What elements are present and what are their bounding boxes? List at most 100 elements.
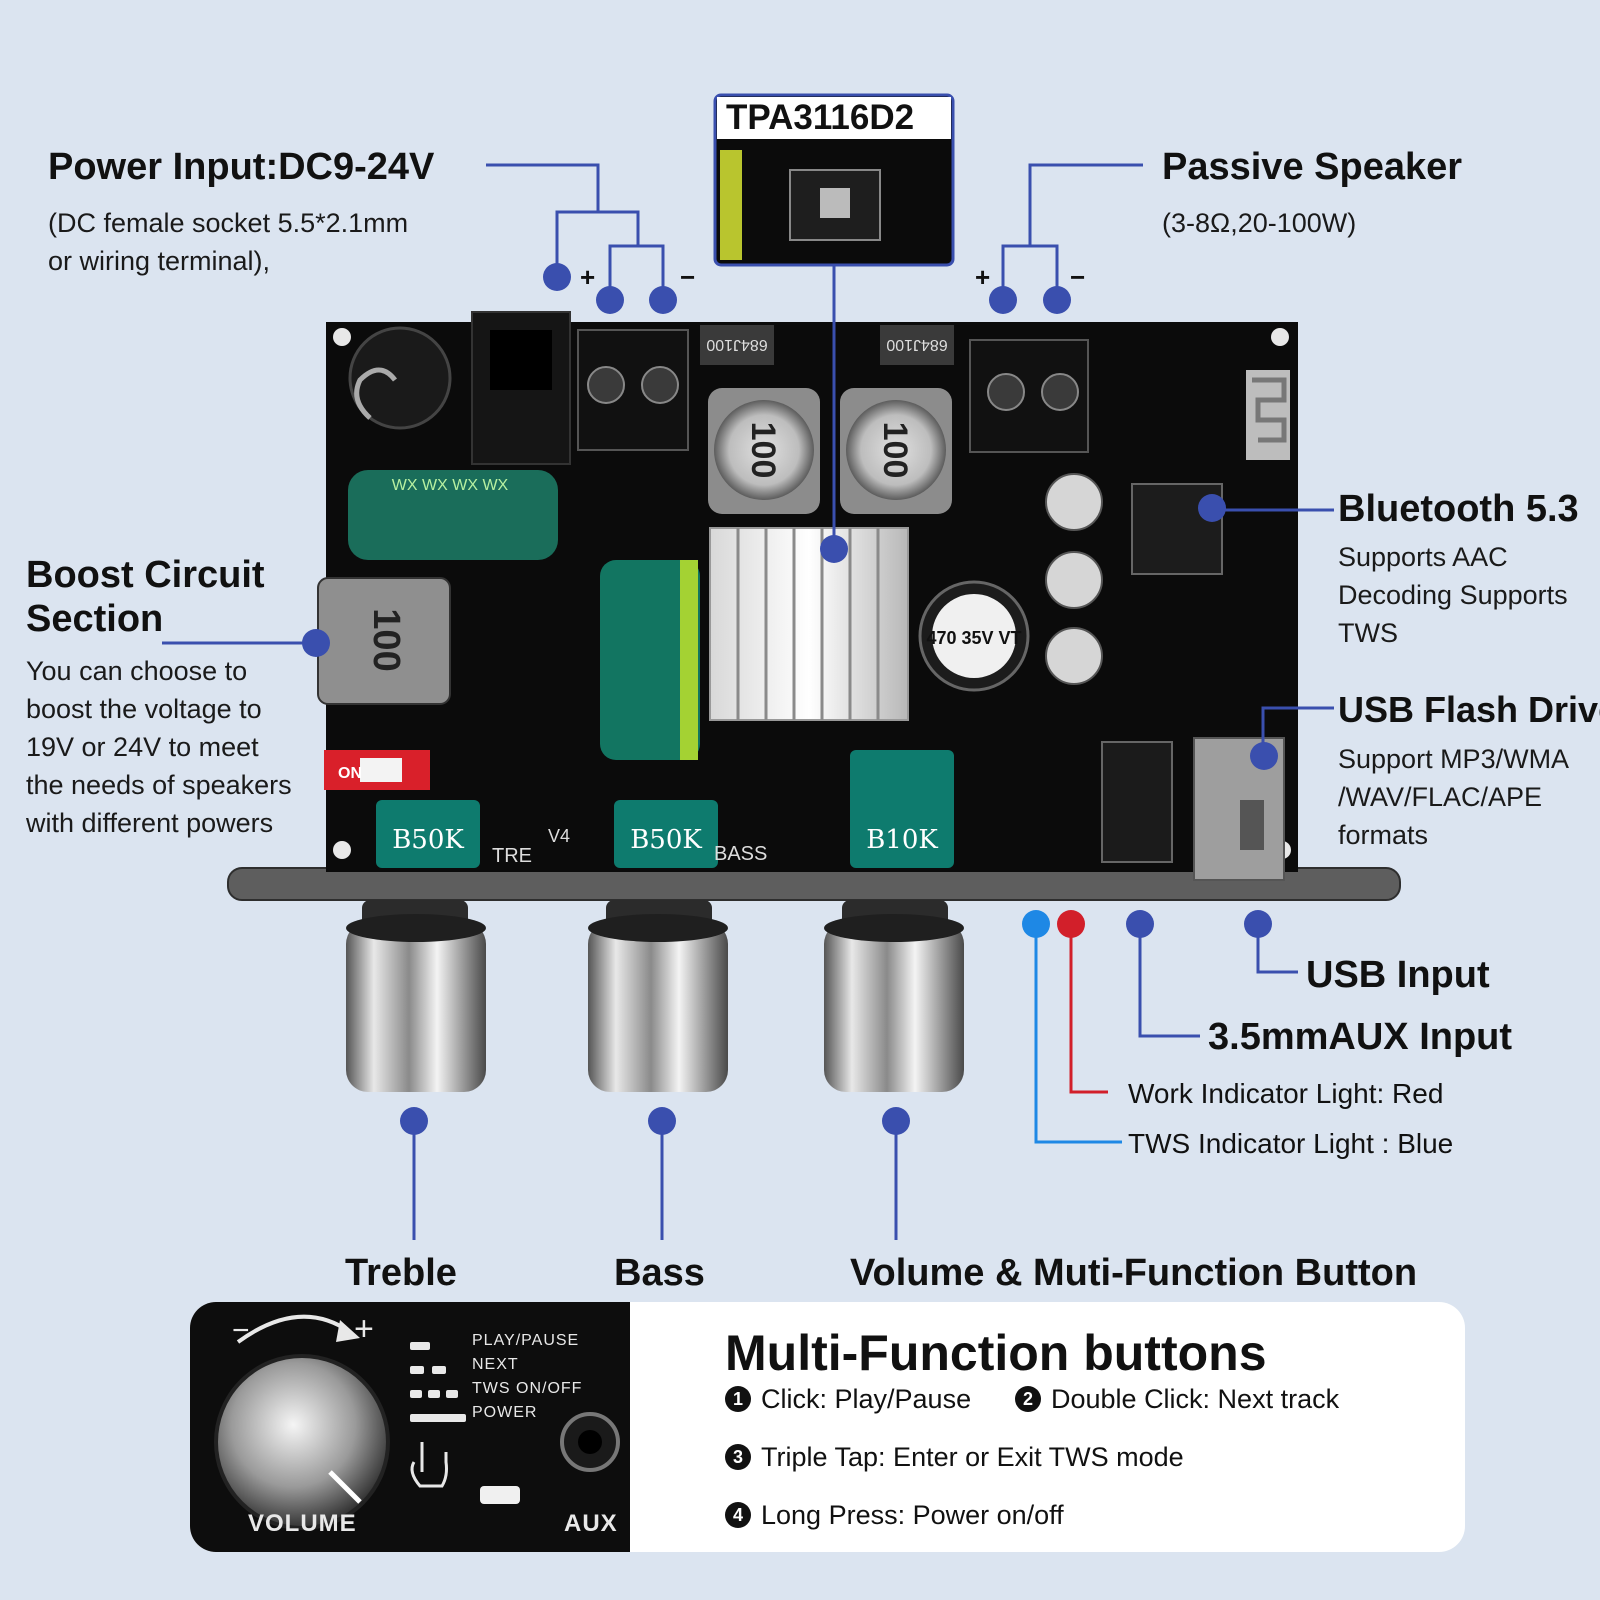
panel-minus: − [232,1314,251,1347]
chip-label: TPA3116D2 [726,98,915,137]
pot-volume-label: B10K [866,825,938,855]
aux-input-label: 3.5mmAUX Input [1208,1016,1513,1058]
film-capacitor [880,325,954,365]
multifunction-card: − + PLAY/PAUSE NEXT TWS ON/OFF POWER VOL… [190,1302,1465,1552]
mf-num-badge: 2 [1015,1386,1041,1412]
chip-pad [820,188,850,218]
film-capacitor-label: 684J100 [886,336,947,353]
mf-item-text: Long Press: Power on/off [761,1500,1064,1530]
indicator-led-icon [480,1486,520,1504]
multifunction-title: Multi-Function buttons [725,1325,1267,1381]
pot-bass-label: B50K [630,825,702,855]
inductor-core [846,400,946,500]
heatsink-fins [736,528,880,720]
panel-plus: + [354,1310,375,1348]
mount-hole [1271,328,1289,346]
tap-hand-icon [410,1442,448,1488]
inductor-core [714,400,814,500]
boost-desc: You can choose to boost the voltage to 1… [26,652,292,842]
mf-num-badge: 1 [725,1386,751,1412]
aux-port-hole [578,1430,602,1454]
volume-knob[interactable] [824,900,964,1092]
mf-item-long-press: 4 Long Press: Power on/off [725,1500,1064,1531]
tws-light-label: TWS Indicator Light : Blue [1128,1128,1454,1159]
connector-dots [302,263,1278,1135]
volume-label: Volume & Muti-Function Button [850,1252,1418,1294]
power-input-desc-line: or wiring terminal), [48,246,271,276]
coil-wire [354,367,397,420]
small-capacitor [1045,627,1103,685]
blue-led-dot [1022,910,1050,938]
pot-volume-body [850,750,954,868]
mf-item-text: Triple Tap: Enter or Exit TWS mode [761,1442,1184,1472]
treble-label: Treble [345,1252,457,1294]
chip-inset-header [717,97,951,139]
boost-desc-line: 19V or 24V to meet [26,732,259,762]
boost-title-line1: Boost Circuit [26,554,265,596]
small-capacitor [1045,551,1103,609]
power-input-desc-line: (DC female socket 5.5*2.1mm [48,208,409,238]
usb-input-label: USB Input [1306,954,1490,996]
front-panel-graphic [214,1314,620,1530]
play-dash-icon [410,1342,430,1350]
usb-flash-desc: Support MP3/WMA /WAV/FLAC/APE formats [1338,740,1569,854]
heatsink [709,527,909,721]
pot-treble-body [376,800,480,868]
mount-hole [333,328,351,346]
small-capacitor [1045,473,1103,531]
dc-jack-opening [490,330,552,390]
power-input-desc: (DC female socket 5.5*2.1mm or wiring te… [48,204,408,280]
boost-title-line2: Section [26,598,164,640]
silk-bass: BASS [714,843,767,865]
mf-item-text: Double Click: Next track [1051,1384,1340,1414]
next-dash-icon [410,1366,424,1374]
bluetooth-desc-line: TWS [1338,618,1398,648]
mount-hole [333,841,351,859]
usb-flash-title: USB Flash Drives [1338,689,1600,730]
usb-flash-desc-line: /WAV/FLAC/APE [1338,782,1543,812]
panel-volume-knob[interactable] [214,1354,390,1530]
panel-tws: TWS ON/OFF [472,1380,583,1397]
treble-knob[interactable] [346,900,486,1092]
blue-indicator-line [1034,924,1122,1144]
aux-jack [1101,741,1173,863]
bluetooth-desc-line: Decoding Supports [1338,580,1568,610]
electrolytic-capacitor [600,560,700,760]
boost-desc-line: boost the voltage to [26,694,262,724]
power-minus-sign: − [680,262,696,292]
knob-indicator [328,1470,362,1504]
rotate-arrow-icon [236,1314,352,1344]
speaker-minus-sign: − [1070,262,1086,292]
power-input-title: Power Input:DC9-24V [48,146,435,188]
terminal-screw [987,373,1025,411]
mf-num-badge: 3 [725,1444,751,1470]
silk-v4: V4 [548,826,570,846]
dip-switch-toggle [360,758,402,782]
bluetooth-desc-line: Supports AAC [1338,542,1508,572]
big-capacitor-label: 470 35V VT [926,628,1021,648]
big-capacitor-top [932,594,1016,678]
mf-num-badge: 4 [725,1502,751,1528]
red-indicator-line [1069,924,1108,1094]
cap-marking: WX WX WX WX [392,477,509,494]
panel-next: NEXT [472,1356,519,1373]
pot-bass-body [614,800,718,868]
bass-knob[interactable] [588,900,728,1092]
mf-item-double-click: 2 Double Click: Next track [1015,1384,1339,1415]
tws-dash-icon [446,1390,458,1398]
dip-switch-on-label: ON [338,765,362,782]
inductor-label: 100 [744,422,782,479]
terminal-screw [587,366,625,404]
mf-item-triple-tap: 3 Triple Tap: Enter or Exit TWS mode [725,1442,1184,1473]
inductor-label: 100 [876,422,914,479]
electrolytic-capacitor [348,470,558,560]
boost-inductor-label: 100 [365,608,407,671]
film-capacitor [700,325,774,365]
passive-speaker-title: Passive Speaker [1162,146,1463,188]
power-plus-sign: + [580,262,596,292]
bass-label: Bass [614,1252,705,1294]
silk-tre: TRE [492,845,532,867]
usb-flash-desc-line: formats [1338,820,1429,850]
